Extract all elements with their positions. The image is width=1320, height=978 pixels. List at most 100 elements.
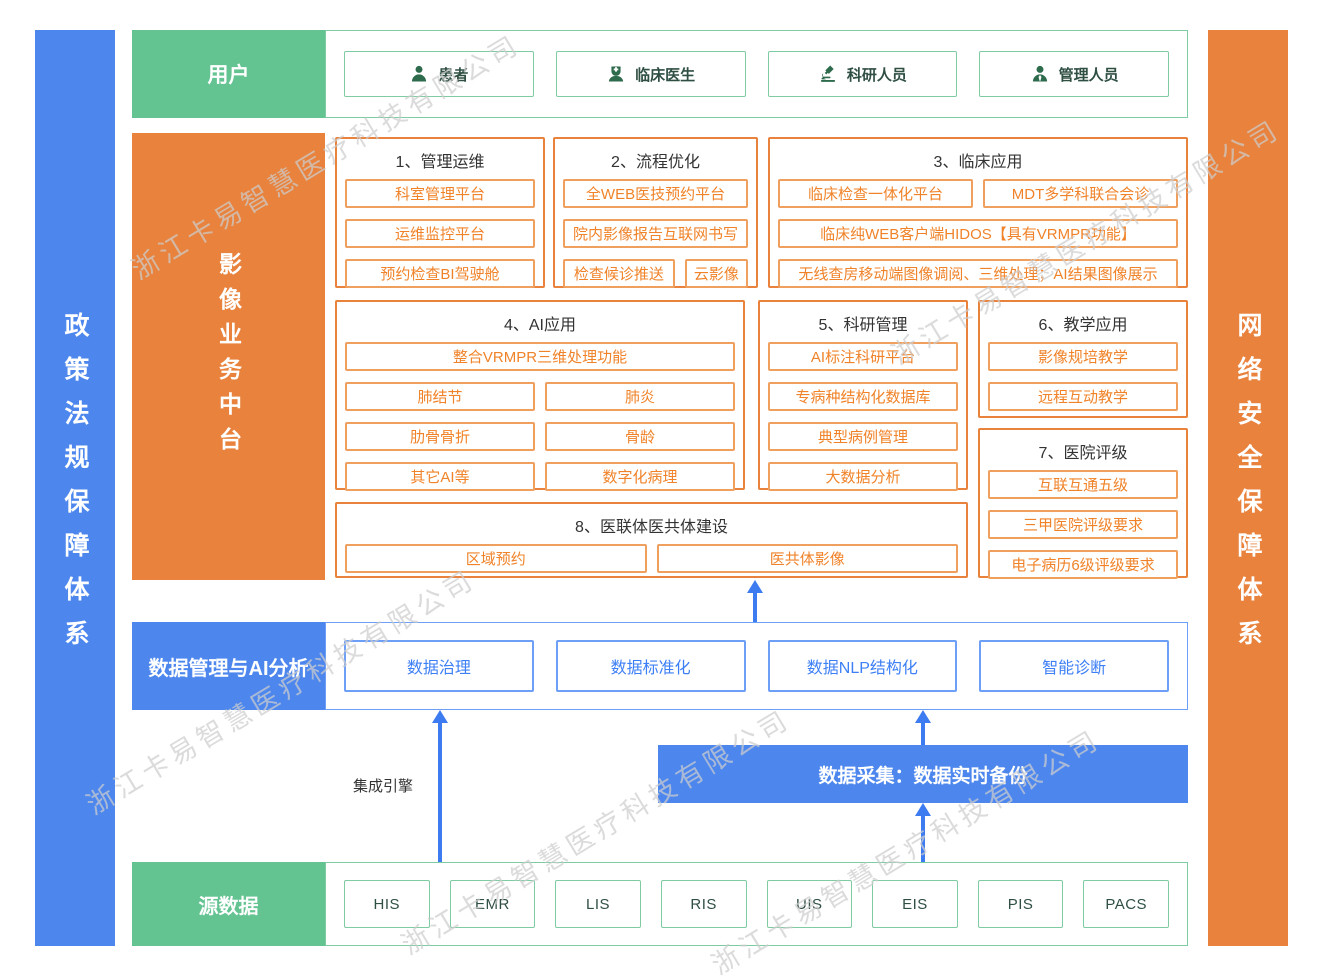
policy-sidebar: 政策法规保障体系 xyxy=(35,30,115,946)
group-title: 4、AI应用 xyxy=(503,317,577,334)
source-system-box: LIS xyxy=(555,880,641,928)
user-label: 患者 xyxy=(438,66,469,84)
group-item: 其它AI等 xyxy=(345,462,535,491)
group-rows: 互联互通五级三甲医院评级要求电子病历6级评级要求 xyxy=(988,470,1178,579)
group-rows: 科室管理平台运维监控平台预约检查BI驾驶舱 xyxy=(345,179,535,288)
group-row: 预约检查BI驾驶舱 xyxy=(345,259,535,288)
group-item: 医共体影像 xyxy=(656,544,958,573)
source-system-box: EIS xyxy=(872,880,958,928)
user-label: 临床医生 xyxy=(635,66,696,84)
group-rows: 全WEB医技预约平台院内影像报告互联网书写检查候诊推送云影像 xyxy=(563,179,748,288)
group-row: 院内影像报告互联网书写 xyxy=(563,219,748,248)
group-item: 专病种结构化数据库 xyxy=(768,382,958,411)
group-item: 无线查房移动端图像调阅、三维处理；AI结果图像展示 xyxy=(778,259,1178,288)
user-label: 管理人员 xyxy=(1058,66,1119,84)
group-row: 三甲医院评级要求 xyxy=(988,510,1178,539)
network-security-sidebar: 网络安全保障体系 xyxy=(1208,30,1288,946)
group-row: 区域预约医共体影像 xyxy=(345,544,958,573)
admin-icon xyxy=(1032,65,1047,82)
group-row: 整合VRMPR三维处理功能 xyxy=(345,342,735,371)
group-rows: AI标注科研平台专病种结构化数据库典型病例管理大数据分析 xyxy=(768,342,958,491)
group-title: 6、教学应用 xyxy=(1038,317,1128,334)
platform-group: 6、教学应用影像规培教学远程互动教学 xyxy=(978,300,1188,418)
group-item: 数字化病理 xyxy=(545,462,735,491)
arrow-source-to-collection-line xyxy=(921,815,925,862)
group-row: 临床纯WEB客户端HIDOS【具有VRMPR功能】 xyxy=(778,219,1178,248)
platform-group: 7、医院评级互联互通五级三甲医院评级要求电子病历6级评级要求 xyxy=(978,428,1188,579)
data-mgmt-item: 数据治理 xyxy=(344,640,534,692)
group-item: 肺炎 xyxy=(545,382,735,411)
group-title: 8、医联体医共体建设 xyxy=(575,519,728,536)
group-item: MDT多学科联合会诊 xyxy=(983,179,1178,208)
group-item: 骨龄 xyxy=(545,422,735,451)
group-item: 院内影像报告互联网书写 xyxy=(563,219,748,248)
group-rows: 区域预约医共体影像 xyxy=(345,544,958,573)
users-section-title: 用户 xyxy=(207,64,250,87)
platform-group: 5、科研管理 AI标注科研平台专病种结构化数据库典型病例管理大数据分析 xyxy=(758,300,968,491)
group-row: 典型病例管理 xyxy=(768,422,958,451)
group-item: 电子病历6级评级要求 xyxy=(988,550,1178,579)
group-row: 影像规培教学 xyxy=(988,342,1178,371)
user-box: 患者 xyxy=(344,51,534,97)
network-security-sidebar-label: 网络安全保障体系 xyxy=(1234,312,1262,664)
user-box: 临床医生 xyxy=(555,51,746,97)
group-row: AI标注科研平台 xyxy=(768,342,958,371)
source-section-label: 源数据 xyxy=(132,862,325,946)
group-row: 大数据分析 xyxy=(768,462,958,491)
group-title: 5、科研管理 xyxy=(818,317,908,334)
source-system-box: PIS xyxy=(977,880,1064,928)
group-row: 其它AI等数字化病理 xyxy=(345,462,735,491)
arrow-up-to-platform-line xyxy=(753,592,757,622)
users-section: 患者 临床医生 科研人员 管理人员 xyxy=(325,30,1188,118)
group-item: 肺结节 xyxy=(345,382,535,411)
patient-icon xyxy=(412,65,427,82)
arrow-up-to-platform-icon xyxy=(747,580,763,593)
group-item: 预约检查BI驾驶舱 xyxy=(345,259,535,288)
platform-section-label: 影像业务中台 xyxy=(132,133,325,580)
data-mgmt-section-label: 数据管理与AI分析 xyxy=(132,622,325,710)
source-system-box: HIS xyxy=(344,880,430,928)
group-row: 全WEB医技预约平台 xyxy=(563,179,748,208)
data-mgmt-section-title: 数据管理与AI分析 xyxy=(148,657,309,680)
group-item: 远程互动教学 xyxy=(988,382,1178,411)
arrow-integration-engine-line xyxy=(438,722,442,862)
group-item: 三甲医院评级要求 xyxy=(988,510,1178,539)
group-title: 3、临床应用 xyxy=(933,154,1023,171)
group-item: 影像规培教学 xyxy=(988,342,1178,371)
group-rows: 影像规培教学远程互动教学 xyxy=(988,342,1178,411)
source-system-box: PACS xyxy=(1083,880,1169,928)
users-items: 患者 临床医生 科研人员 管理人员 xyxy=(326,31,1187,117)
group-item: 大数据分析 xyxy=(768,462,958,491)
source-section-title: 源数据 xyxy=(198,895,259,918)
group-row: 无线查房移动端图像调阅、三维处理；AI结果图像展示 xyxy=(778,259,1178,288)
source-system-box: UIS xyxy=(766,880,853,928)
user-box: 管理人员 xyxy=(979,51,1169,97)
group-item: 运维监控平台 xyxy=(345,219,535,248)
group-item: 云影像 xyxy=(684,259,748,288)
data-mgmt-section: 数据治理数据标准化数据NLP结构化智能诊断 xyxy=(325,622,1188,710)
user-label: 科研人员 xyxy=(846,66,907,84)
integration-engine-label: 集成引擎 xyxy=(352,778,413,795)
group-row: 远程互动教学 xyxy=(988,382,1178,411)
group-item: AI标注科研平台 xyxy=(768,342,958,371)
platform-group: 1、管理运维科室管理平台运维监控平台预约检查BI驾驶舱 xyxy=(335,137,545,288)
platform-group: 4、AI应用整合VRMPR三维处理功能肺结节肺炎肋骨骨折骨龄其它AI等数字化病理 xyxy=(335,300,745,491)
group-title: 7、医院评级 xyxy=(1038,445,1128,462)
platform-group: 8、医联体医共体建设区域预约医共体影像 xyxy=(335,502,968,578)
group-row: 运维监控平台 xyxy=(345,219,535,248)
data-collection-box: 数据采集：数据实时备份 xyxy=(658,745,1188,803)
data-mgmt-item: 数据标准化 xyxy=(555,640,746,692)
doctor-icon xyxy=(609,66,624,82)
group-row: 肺结节肺炎 xyxy=(345,382,735,411)
platform-section-title: 影像业务中台 xyxy=(215,251,242,462)
user-box: 科研人员 xyxy=(767,51,958,97)
group-item: 检查候诊推送 xyxy=(563,259,675,288)
group-title: 2、流程优化 xyxy=(611,154,700,171)
group-item: 典型病例管理 xyxy=(768,422,958,451)
users-section-label: 用户 xyxy=(132,30,325,118)
